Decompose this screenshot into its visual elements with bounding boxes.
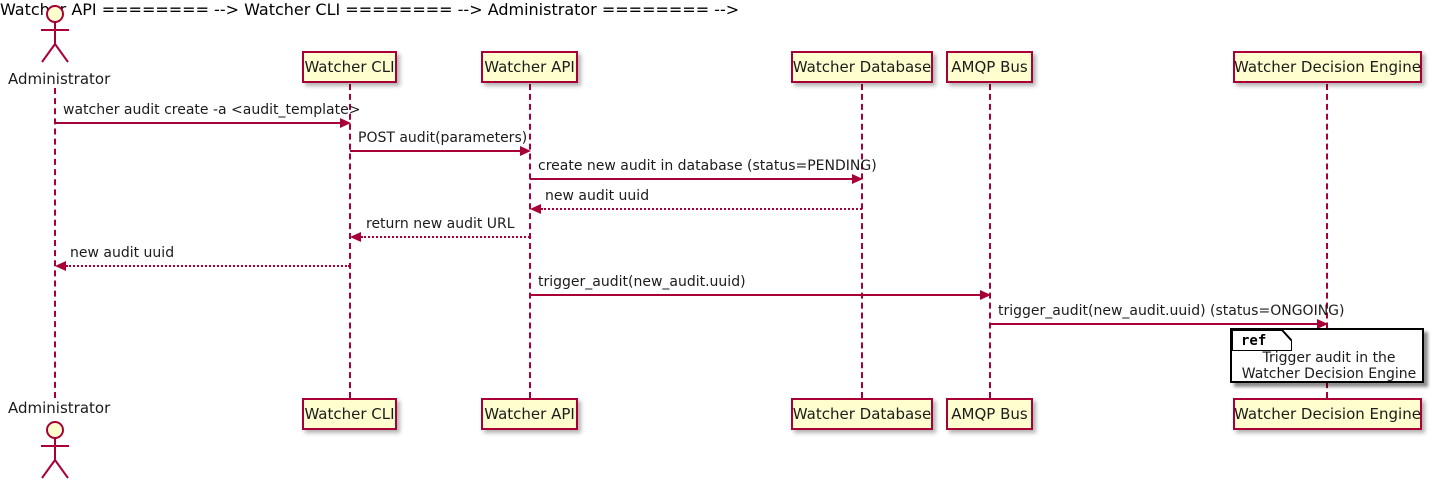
message-label-8: trigger_audit(new_audit.uuid) (status=ON… xyxy=(998,303,1345,319)
message-line-6 xyxy=(66,265,350,267)
participant-amqp-bus-top[interactable]: AMQP Bus xyxy=(946,51,1033,83)
message-label-4: new audit uuid xyxy=(545,188,650,204)
participant-watcher-decision-engine-top[interactable]: Watcher Decision Engine xyxy=(1233,51,1422,83)
participant-label: Watcher Database xyxy=(792,404,932,423)
message-label-2: POST audit(parameters) xyxy=(358,130,528,146)
participant-label: Watcher CLI xyxy=(304,57,395,76)
message-line-8 xyxy=(990,323,1320,325)
participant-label: Watcher Decision Engine xyxy=(1234,404,1421,423)
participant-watcher-database-bottom[interactable]: Watcher Database xyxy=(791,398,933,430)
message-arrowhead-2 xyxy=(520,146,531,156)
participant-label: AMQP Bus xyxy=(951,404,1028,423)
actor-administrator-top xyxy=(33,4,77,64)
ref-fragment-tab-shape xyxy=(1232,330,1292,351)
message-arrowhead-8 xyxy=(1317,319,1328,329)
message-arrowhead-7 xyxy=(980,290,991,300)
ref-fragment-line-2: Watcher Decision Engine xyxy=(1241,366,1417,382)
lifeline-watcher-decision-engine xyxy=(1326,84,1328,398)
message-label-5: return new audit URL xyxy=(366,216,515,232)
participant-amqp-bus-bottom[interactable]: AMQP Bus xyxy=(946,398,1033,430)
message-label-7: trigger_audit(new_audit.uuid) xyxy=(538,274,746,290)
message-line-4 xyxy=(541,208,862,210)
participant-watcher-database-top[interactable]: Watcher Database xyxy=(791,51,933,83)
message-arrowhead-3 xyxy=(852,174,863,184)
message-label-3: create new audit in database (status=PEN… xyxy=(538,158,877,174)
message-line-3 xyxy=(530,178,855,180)
participant-label: Watcher Decision Engine xyxy=(1234,57,1421,76)
participant-watcher-api-bottom[interactable]: Watcher API xyxy=(481,398,578,430)
lifeline-administrator xyxy=(54,88,56,398)
ref-fragment-line-1: Trigger audit in the xyxy=(1262,350,1396,366)
ref-fragment-label: ref xyxy=(1241,332,1267,349)
actor-label-top: Administrator xyxy=(8,70,111,88)
message-arrowhead-4 xyxy=(530,204,541,214)
participant-label: AMQP Bus xyxy=(951,57,1028,76)
message-label-1: watcher audit create -a <audit_template> xyxy=(63,102,361,118)
actor-administrator-bottom xyxy=(33,420,77,482)
message-line-1 xyxy=(55,122,343,124)
message-label-6: new audit uuid xyxy=(70,245,175,261)
lifeline-amqp-bus xyxy=(989,84,991,398)
participant-watcher-cli-bottom[interactable]: Watcher CLI xyxy=(302,398,397,430)
participant-watcher-decision-engine-bottom[interactable]: Watcher Decision Engine xyxy=(1233,398,1422,430)
participant-watcher-cli-top[interactable]: Watcher CLI xyxy=(302,51,397,83)
participant-label: Watcher CLI xyxy=(304,404,395,423)
participant-label: Watcher Database xyxy=(792,57,932,76)
participant-label: Watcher API xyxy=(484,57,575,76)
message-line-7 xyxy=(530,294,983,296)
message-arrowhead-5 xyxy=(350,232,361,242)
participant-watcher-api-top[interactable]: Watcher API xyxy=(481,51,578,83)
lifeline-watcher-database xyxy=(861,84,863,398)
message-arrowhead-6 xyxy=(55,261,66,271)
message-line-2 xyxy=(350,150,523,152)
participant-label: Watcher API xyxy=(484,404,575,423)
message-line-5 xyxy=(361,236,530,238)
lifeline-watcher-api xyxy=(529,84,531,398)
message-arrowhead-1 xyxy=(340,118,351,128)
actor-label-bottom: Administrator xyxy=(8,399,111,417)
